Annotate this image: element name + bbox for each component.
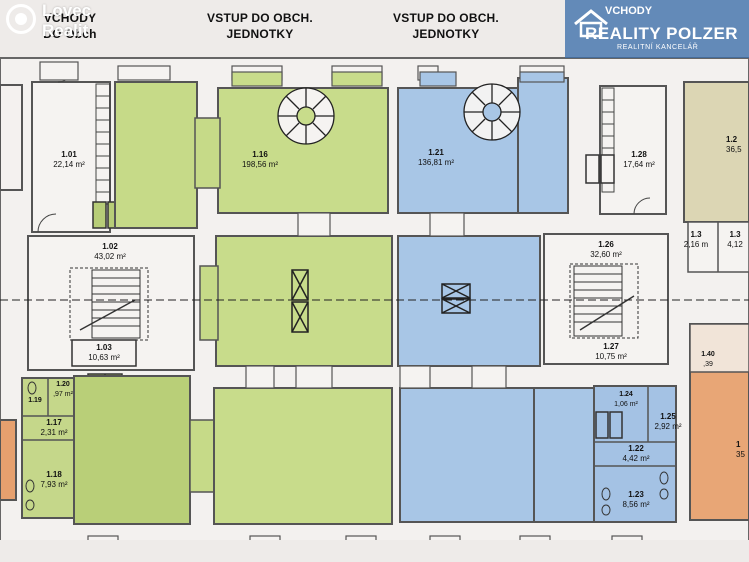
room-label-1-24: 1.24 1,06 m² (606, 390, 646, 410)
room-id: 1.18 (46, 470, 62, 479)
room-label-1-03: 1.03 10,63 m² (76, 343, 132, 363)
room-green-lower-left (73, 375, 191, 525)
room-label-1-18: 1.18 7,93 m² (34, 470, 74, 490)
stair-1-02 (69, 267, 149, 341)
room-label-1-26: 1.26 32,60 m² (578, 240, 634, 260)
polzer-brand: REALITY POLZER (585, 24, 739, 43)
header-entrances-line1: VCHODY (43, 11, 97, 25)
room-id: 1 (736, 440, 741, 449)
room-label-1-28: 1.28 17,64 m² (614, 150, 664, 170)
room-id: 1.3 (729, 230, 741, 239)
room-label-1-25: 1.25 2,92 m² (648, 412, 688, 432)
room-id: 1.2 (726, 135, 738, 144)
room-area: ,39 (703, 361, 713, 368)
room-area: 17,64 m² (623, 160, 655, 169)
room-label-1-19: 1.19 (22, 396, 48, 406)
room-id: 1.21 (428, 148, 444, 157)
room-label-1-2x: 1.2 36,5 (726, 135, 749, 155)
lift-shaft-blue (441, 283, 471, 314)
room-label-1-20: 1.20 ,97 m² (50, 380, 76, 400)
room-id: 1.17 (46, 418, 62, 427)
room-id: 1.03 (96, 343, 112, 352)
room-label-1-3a: 1.3 2,16 m (676, 230, 716, 250)
room-label-1-3b: 1.3 4,12 (722, 230, 748, 250)
room-1-02 (27, 235, 195, 371)
room-left-orange (0, 419, 17, 501)
room-id: 1.22 (628, 444, 644, 453)
header-shop-2-line2: JEDNOTKY (412, 27, 480, 41)
room-area: 10,75 m² (595, 352, 627, 361)
room-area: 2,92 m² (654, 422, 682, 431)
header-shop-2-line1: VSTUP DO OBCH. (393, 11, 499, 25)
header-shop-entrance-1: VSTUP DO OBCH. JEDNOTKY (186, 10, 334, 42)
room-area: 22,14 m² (53, 160, 85, 169)
room-id: 1.40 (701, 351, 715, 358)
room-area: 136,81 m² (417, 158, 455, 167)
header-entrances: VCHODY DO Obch (10, 10, 130, 42)
header-entrances-line2: DO Obch (43, 27, 97, 41)
room-id: 1.24 (619, 391, 633, 398)
room-area: 7,93 m² (40, 480, 68, 489)
room-area: 4,42 m² (622, 454, 650, 463)
spiral-stair-1 (277, 87, 335, 145)
room-label-1-27: 1.27 10,75 m² (586, 342, 636, 362)
room-label-1-40: 1.40 ,39 (696, 350, 720, 370)
room-label-1-01: 1.01 22,14 m² (44, 150, 94, 170)
room-1-16-middle (215, 235, 393, 367)
room-area: 32,60 m² (590, 250, 622, 259)
room-1-28 (599, 85, 667, 215)
room-label-1-16: 1.16 198,56 m² (230, 150, 290, 170)
room-area: ,97 m² (53, 391, 73, 398)
polzer-top-text: VCHODY (605, 5, 653, 17)
room-1-21-lower (399, 387, 535, 523)
room-id: 1.01 (61, 150, 77, 159)
room-id: 1.25 (660, 412, 676, 421)
reality-polzer-logo: VCHODY REALITY POLZER REALITNÍ KANCELÁŘ (565, 0, 749, 58)
room-id: 1.27 (603, 342, 619, 351)
room-area: 8,56 m² (622, 500, 650, 509)
header-shop-1-line1: VSTUP DO OBCH. (207, 11, 313, 25)
house-icon (574, 9, 608, 38)
room-1-16-lower (213, 387, 393, 525)
room-id: 1.3 (690, 230, 702, 239)
room-label-1-21: 1.21 136,81 m² (406, 148, 466, 168)
polzer-sub: REALITNÍ KANCELÁŘ (617, 44, 699, 51)
lift-shaft-green (291, 269, 309, 333)
lovec-logo-line1: Lovec (42, 1, 92, 20)
room-area: 4,12 (727, 240, 743, 249)
lovec-logo-line2: Realit (42, 21, 89, 40)
header-shop-1-line2: JEDNOTKY (226, 27, 294, 41)
room-label-1-17: 1.17 2,31 m² (34, 418, 74, 438)
room-1-26 (543, 233, 669, 365)
room-area: 2,31 m² (40, 428, 68, 437)
room-left-edge (0, 84, 23, 191)
room-area: 1,06 m² (614, 401, 638, 408)
room-label-1-23: 1.23 8,56 m² (612, 490, 660, 510)
room-id: 1.19 (28, 397, 42, 404)
room-label-1-x: 1 35 (736, 440, 749, 460)
room-area: 10,63 m² (88, 353, 120, 362)
spiral-stair-2 (463, 83, 521, 141)
header-shop-entrance-2: VSTUP DO OBCH. JEDNOTKY (372, 10, 520, 42)
room-id: 1.28 (631, 150, 647, 159)
room-green-upper-left (114, 81, 198, 229)
room-area: 36,5 (726, 145, 742, 154)
room-id: 1.02 (102, 242, 118, 251)
room-area: 2,16 m (683, 240, 709, 249)
room-area: 43,02 m² (94, 252, 126, 261)
room-label-1-02: 1.02 43,02 m² (80, 242, 140, 262)
room-id: 1.16 (252, 150, 268, 159)
lovec-logo-icon (6, 4, 36, 34)
lovec-realit-logo: Lovec Realit (2, 0, 126, 44)
room-id: 1.20 (56, 381, 70, 388)
room-label-1-22: 1.22 4,42 m² (616, 444, 656, 464)
room-id: 1.23 (628, 490, 644, 499)
room-area: 35 (736, 450, 745, 459)
room-area: 198,56 m² (241, 160, 279, 169)
room-id: 1.26 (598, 240, 614, 249)
